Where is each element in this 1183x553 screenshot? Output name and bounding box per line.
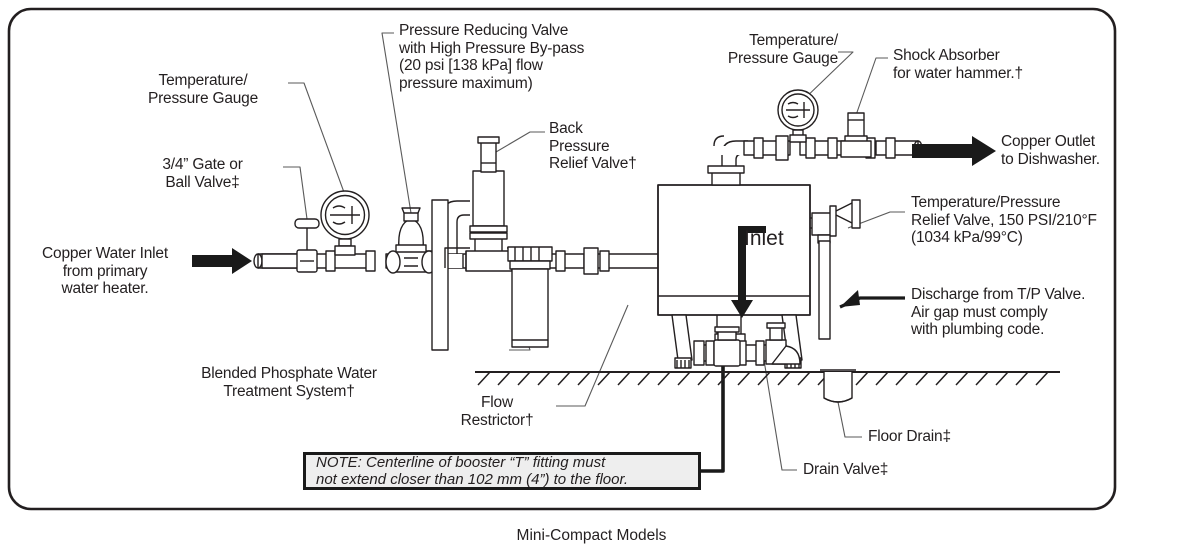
label-copper-water-inlet: Copper Water Inlet from primary water he… — [42, 245, 168, 297]
figure-caption: Mini-Compact Models — [516, 527, 667, 544]
tp-relief-valve — [810, 199, 861, 340]
top-outlet-run — [743, 135, 923, 161]
shock-absorber — [840, 112, 872, 158]
label-temperature-pressure-gauge-right: Temperature/ Pressure Gauge — [727, 32, 838, 67]
discharge-arrow-head — [840, 290, 860, 307]
temperature-pressure-gauge-right — [777, 89, 819, 143]
label-discharge-tp-valve: Discharge from T/P Valve. Air gap must c… — [911, 286, 1086, 338]
note-box: NOTE: Centerline of booster “T” fitting … — [303, 452, 701, 490]
booster-tank — [657, 165, 811, 369]
floor-line — [475, 371, 1060, 386]
label-shock-absorber: Shock Absorber for water hammer.† — [893, 47, 1023, 82]
diagram-frame — [7, 7, 1117, 511]
label-floor-drain: Floor Drain‡ — [868, 428, 951, 445]
floor-drain — [820, 369, 856, 403]
tee-fitting — [465, 250, 513, 272]
note-text: NOTE: Centerline of booster “T” fitting … — [316, 454, 629, 488]
label-temperature-pressure-gauge-left: Temperature/ Pressure Gauge — [147, 72, 259, 107]
drain-manifold — [693, 322, 801, 367]
gate-ball-valve — [294, 218, 320, 273]
label-tp-relief-valve: Temperature/Pressure Relief Valve, 150 P… — [911, 194, 1097, 246]
label-copper-outlet: Copper Outlet to Dishwasher. — [1001, 133, 1100, 168]
label-back-pressure-relief-valve: Back Pressure Relief Valve† — [549, 120, 637, 172]
temperature-pressure-gauge-left — [320, 190, 370, 256]
vertical-drop-pipe — [431, 199, 449, 351]
label-drain-valve: Drain Valve‡ — [803, 461, 889, 478]
tank-top-riser — [713, 135, 748, 166]
flow-arrows — [192, 136, 996, 318]
pressure-reducing-valve — [385, 207, 437, 274]
label-inlet: Inlet — [744, 227, 784, 250]
label-flow-restrictor: Flow Restrictor† — [460, 394, 534, 429]
label-pressure-reducing-valve: Pressure Reducing Valve with High Pressu… — [399, 22, 585, 92]
label-gate-ball-valve: 3/4” Gate or Ball Valve‡ — [162, 156, 243, 191]
label-blended-phosphate: Blended Phosphate Water Treatment System… — [201, 365, 377, 400]
blended-phosphate-canister — [507, 246, 553, 348]
